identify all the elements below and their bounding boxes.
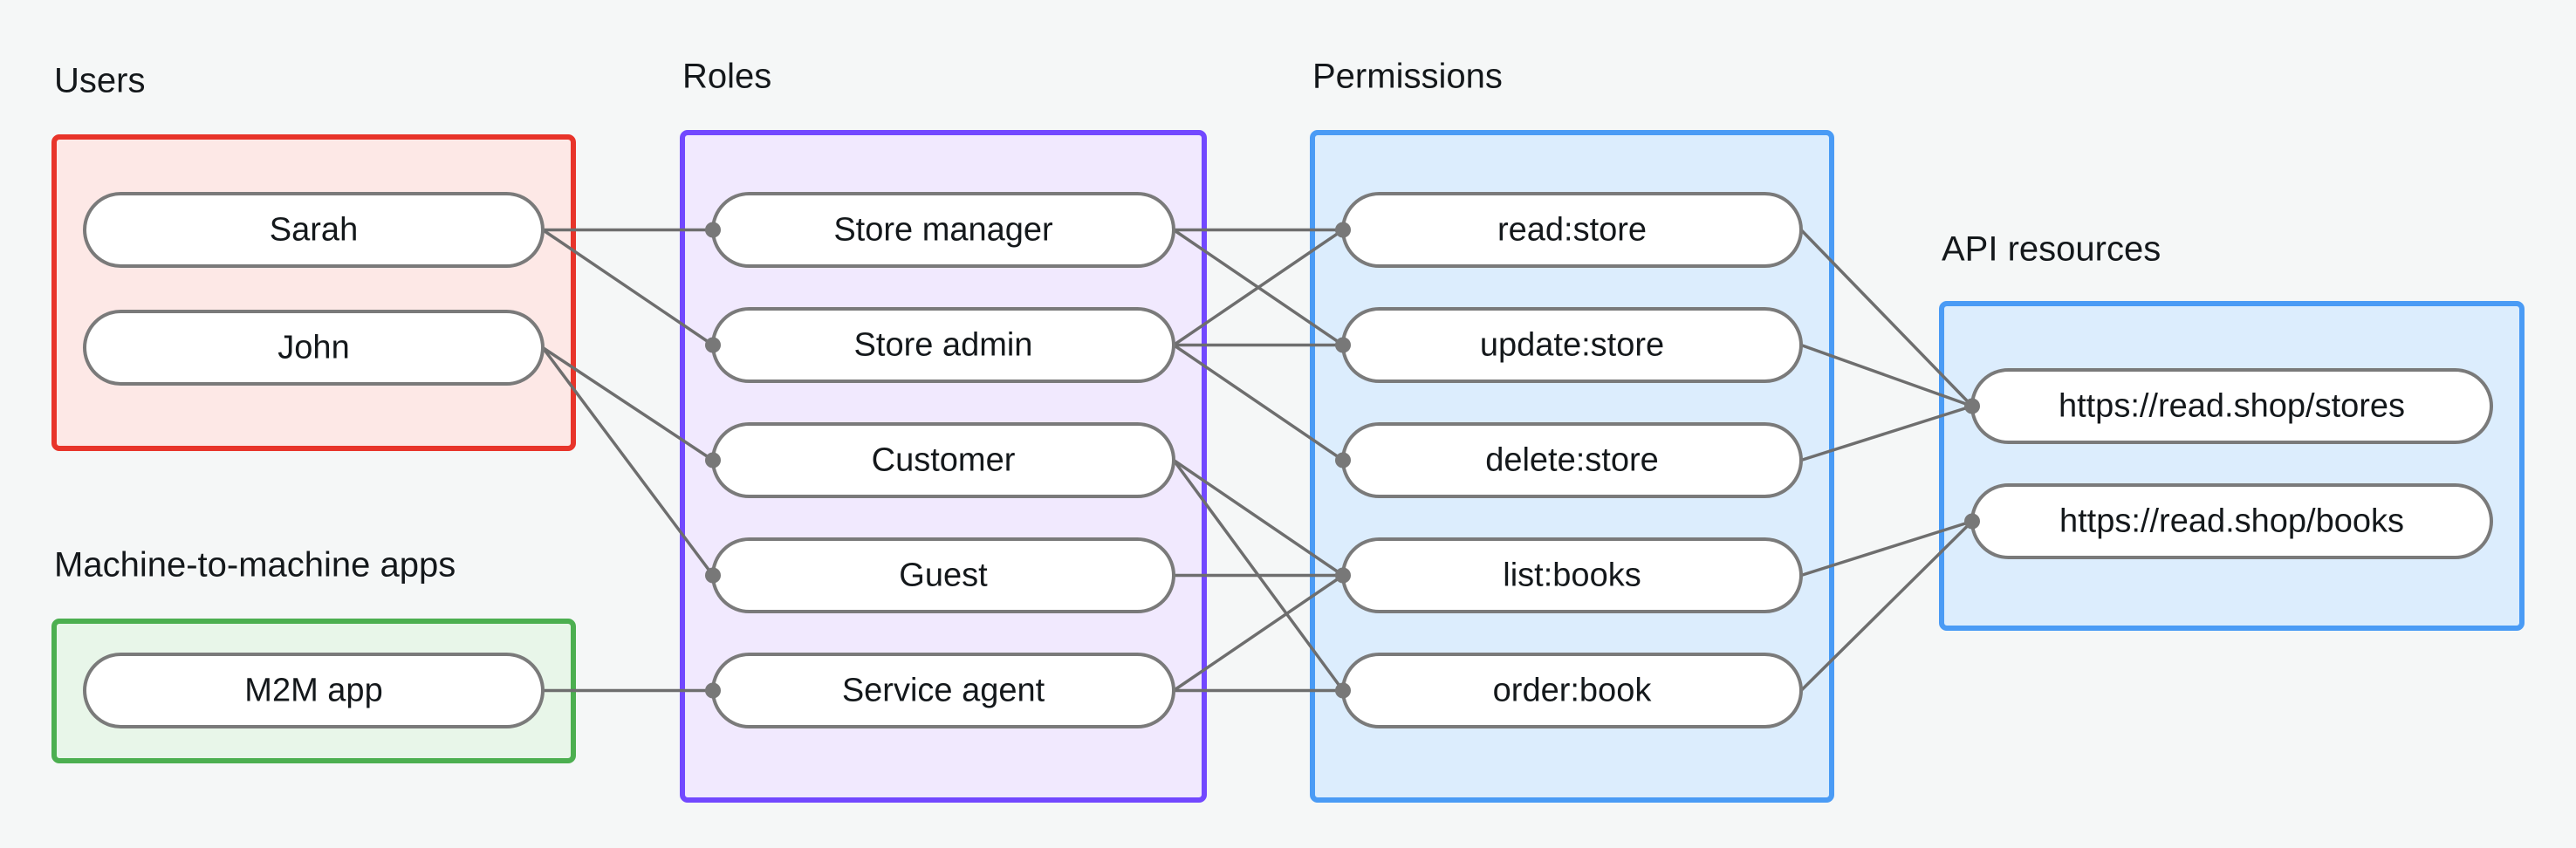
node-label-guest: Guest bbox=[899, 557, 988, 594]
edge-endpoint-dot-guest bbox=[705, 567, 721, 584]
node-label-read-store: read:store bbox=[1497, 212, 1647, 249]
edge-endpoint-dot-customer bbox=[705, 452, 721, 468]
edge-delete-store-to-res-stores bbox=[1800, 404, 1973, 462]
edge-endpoint-dots-layer bbox=[705, 222, 1980, 699]
edge-endpoint-dot-service-agent bbox=[705, 682, 721, 699]
edge-update-store-to-res-stores bbox=[1800, 343, 1973, 408]
edge-endpoint-dot-update-store bbox=[1335, 337, 1351, 353]
edge-endpoint-dot-delete-store bbox=[1335, 452, 1351, 468]
node-john[interactable] bbox=[83, 310, 545, 386]
group-title-roles: Roles bbox=[682, 58, 771, 96]
edge-endpoint-dot-store-admin bbox=[705, 337, 721, 353]
edge-endpoint-dot-res-books bbox=[1964, 513, 1980, 530]
edge-endpoint-dot-order-book bbox=[1335, 682, 1351, 699]
node-sarah[interactable] bbox=[83, 192, 545, 268]
group-title-m2m: Machine-to-machine apps bbox=[54, 546, 456, 585]
edge-endpoint-dot-store-manager bbox=[705, 222, 721, 238]
edge-order-book-to-res-books bbox=[1799, 520, 1974, 692]
node-label-sarah: Sarah bbox=[270, 212, 358, 249]
node-label-customer: Customer bbox=[872, 442, 1016, 479]
node-label-list-books: list:books bbox=[1503, 557, 1641, 594]
group-title-api-resources: API resources bbox=[1942, 230, 2161, 269]
edge-john-to-guest bbox=[541, 346, 715, 577]
node-label-john: John bbox=[277, 330, 349, 366]
edge-service-agent-to-list-books bbox=[1173, 574, 1344, 692]
edge-sarah-to-store-admin bbox=[542, 229, 714, 346]
edge-endpoint-dot-list-books bbox=[1335, 567, 1351, 584]
edge-read-store-to-res-stores bbox=[1799, 229, 1974, 407]
group-title-permissions: Permissions bbox=[1312, 58, 1503, 96]
node-m2m-app[interactable] bbox=[83, 653, 545, 728]
edge-endpoint-dot-res-stores bbox=[1964, 398, 1980, 414]
edge-customer-to-list-books bbox=[1173, 459, 1344, 577]
node-label-service-agent: Service agent bbox=[842, 673, 1045, 709]
edge-john-to-customer bbox=[542, 346, 714, 462]
group-title-users: Users bbox=[54, 62, 145, 100]
group-container-api-resources bbox=[1939, 301, 2525, 631]
node-label-res-books: https://read.shop/books bbox=[2059, 503, 2404, 540]
node-label-update-store: update:store bbox=[1480, 327, 1664, 364]
edge-endpoint-dot-read-store bbox=[1335, 222, 1351, 238]
node-label-m2m-app: M2M app bbox=[244, 673, 382, 709]
edge-store-admin-to-read-store bbox=[1173, 229, 1344, 346]
node-label-delete-store: delete:store bbox=[1485, 442, 1659, 479]
edge-store-admin-to-delete-store bbox=[1173, 344, 1344, 462]
edges-layer bbox=[541, 228, 1974, 693]
node-label-store-manager: Store manager bbox=[833, 212, 1053, 249]
node-label-store-admin: Store admin bbox=[854, 327, 1033, 364]
node-label-order-book: order:book bbox=[1493, 673, 1653, 709]
node-label-res-stores: https://read.shop/stores bbox=[2059, 388, 2405, 425]
edge-list-books-to-res-books bbox=[1800, 519, 1973, 578]
group-container-users bbox=[51, 134, 576, 451]
